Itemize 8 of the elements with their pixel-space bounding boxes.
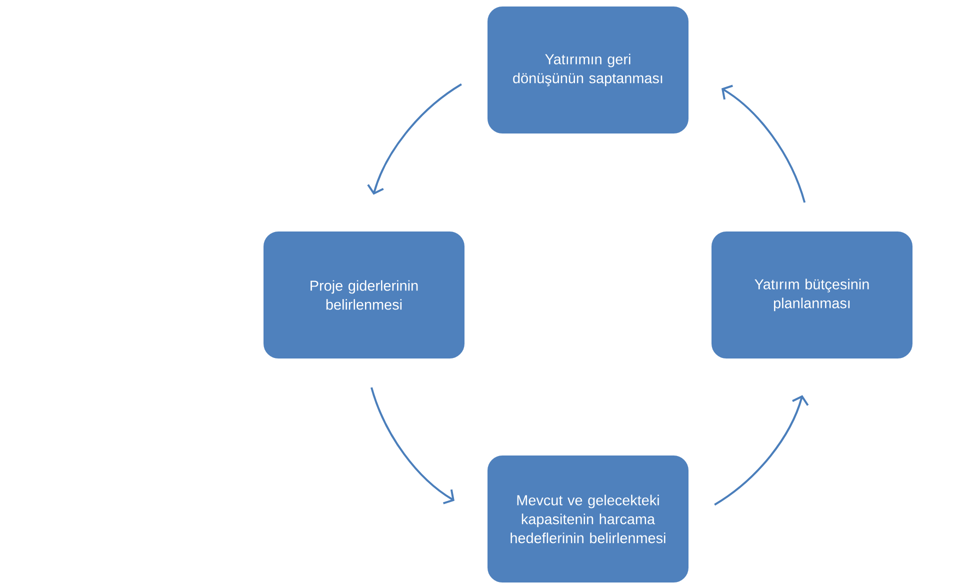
arrow xyxy=(714,395,809,506)
process-box: Mevcut ve gelecekteki kapasitenin harcama hedeflerinin belirlenmesi xyxy=(486,453,690,584)
process-box: Proje giderlerinin belirlenmesi xyxy=(262,229,466,360)
arrow xyxy=(370,387,454,504)
arrow xyxy=(721,84,806,203)
arrow xyxy=(367,83,462,195)
process-box: Yatırım bütçesinin planlanması xyxy=(710,229,914,360)
process-box: Yatırımın geri dönüşünün saptanması xyxy=(486,4,690,136)
